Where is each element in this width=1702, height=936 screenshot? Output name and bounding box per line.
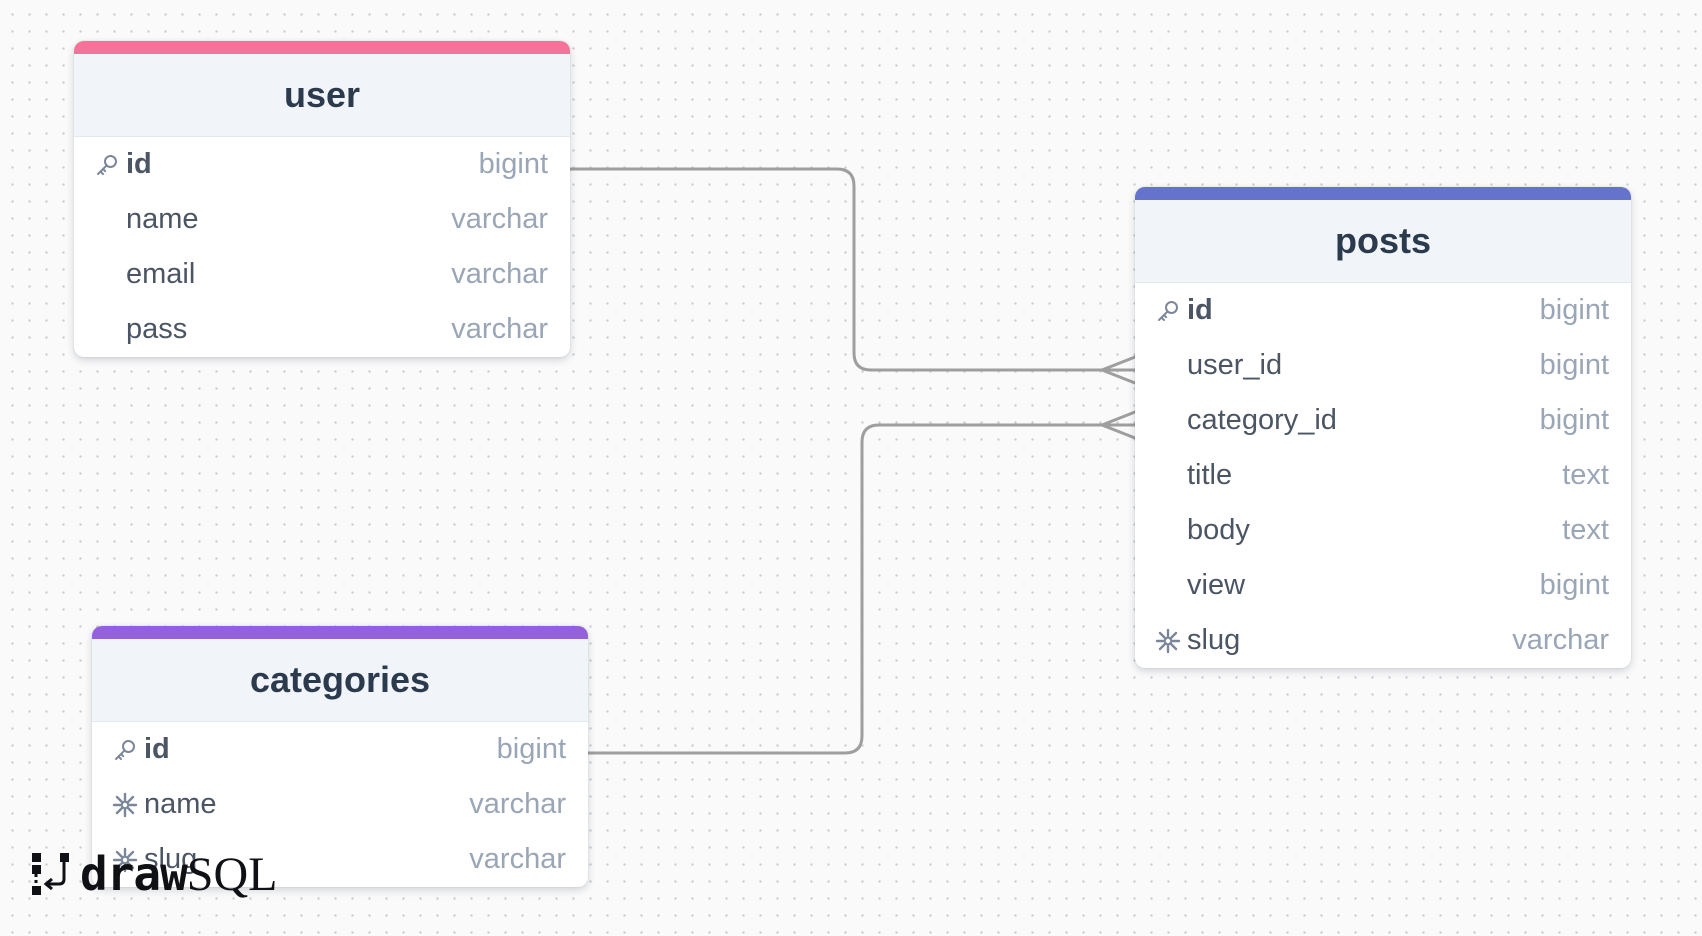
- column-name: id: [1187, 294, 1213, 326]
- column-icon-placeholder: [1155, 516, 1185, 546]
- column-row-slug[interactable]: slug varchar: [1135, 613, 1631, 668]
- column-name: slug: [1187, 624, 1241, 656]
- column-icon-placeholder: [1155, 351, 1185, 381]
- column-row-id[interactable]: id bigint: [92, 722, 588, 777]
- column-name: pass: [126, 313, 188, 345]
- column-icon-placeholder: [1155, 571, 1185, 601]
- table-accent-bar: [92, 626, 588, 639]
- column-row-body[interactable]: body text: [1135, 503, 1631, 558]
- drawsql-logo-icon: [32, 853, 69, 895]
- table-title: posts: [1334, 220, 1431, 261]
- column-row-slug[interactable]: slug varchar: [92, 832, 588, 887]
- table-header[interactable]: posts: [1135, 200, 1631, 283]
- column-icon-placeholder: [1155, 406, 1185, 436]
- column-row-title[interactable]: title text: [1135, 448, 1631, 503]
- column-name: name: [126, 203, 199, 235]
- column-type: bigint: [1539, 349, 1609, 381]
- brand-name-light: SQL: [186, 847, 278, 901]
- column-row-name[interactable]: name varchar: [74, 192, 570, 247]
- column-icon-placeholder: [94, 260, 124, 290]
- column-name: body: [1187, 514, 1250, 546]
- column-row-name[interactable]: name varchar: [92, 777, 588, 832]
- key-icon: [112, 735, 142, 765]
- column-name: email: [126, 258, 196, 290]
- column-type: bigint: [1539, 294, 1609, 326]
- table-accent-bar: [74, 41, 570, 54]
- brand-name-bold: draw: [80, 847, 188, 901]
- column-name: id: [144, 733, 170, 765]
- column-name: id: [126, 148, 152, 180]
- table-header[interactable]: user: [74, 54, 570, 137]
- drawsql-logo: draw SQL: [30, 847, 277, 901]
- column-name: view: [1187, 569, 1246, 601]
- table-header[interactable]: categories: [92, 639, 588, 722]
- column-name: user_id: [1187, 349, 1283, 381]
- column-row-pass[interactable]: pass varchar: [74, 302, 570, 357]
- column-row-email[interactable]: email varchar: [74, 247, 570, 302]
- column-type: varchar: [451, 258, 548, 290]
- column-type: bigint: [1539, 404, 1609, 436]
- column-icon-placeholder: [1155, 461, 1185, 491]
- unique-index-icon: [112, 845, 142, 875]
- column-name: category_id: [1187, 404, 1337, 436]
- unique-index-icon: [112, 790, 142, 820]
- column-name: title: [1187, 459, 1233, 491]
- column-list: id bigint name varchar email varchar pass varch…: [74, 137, 570, 357]
- crowfoot-user-posts: [1100, 355, 1137, 385]
- relation-categories-posts[interactable]: [586, 423, 1137, 755]
- column-type: bigint: [496, 733, 566, 765]
- column-icon-placeholder: [94, 205, 124, 235]
- table-title: categories: [249, 659, 431, 700]
- column-name: name: [144, 788, 217, 820]
- column-row-id[interactable]: id bigint: [1135, 283, 1631, 338]
- column-icon-placeholder: [94, 315, 124, 345]
- key-icon: [94, 150, 124, 180]
- crowfoot-categories-posts: [1100, 410, 1137, 440]
- column-type: varchar: [1512, 624, 1609, 656]
- column-row-view[interactable]: view bigint: [1135, 558, 1631, 613]
- column-row-id[interactable]: id bigint: [74, 137, 570, 192]
- column-type: bigint: [1539, 569, 1609, 601]
- column-list: id bigint name varchar slug varchar: [92, 722, 588, 887]
- table-title: user: [283, 74, 361, 115]
- column-type: varchar: [451, 203, 548, 235]
- table-categories[interactable]: categories id bigint name varchar slug varcha…: [92, 626, 588, 887]
- column-type: text: [1562, 459, 1609, 491]
- key-icon: [1155, 296, 1185, 326]
- column-type: varchar: [451, 313, 548, 345]
- column-type: varchar: [469, 788, 566, 820]
- column-type: text: [1562, 514, 1609, 546]
- column-type: varchar: [469, 843, 566, 875]
- table-accent-bar: [1135, 187, 1631, 200]
- column-type: bigint: [478, 148, 548, 180]
- column-row-user-id[interactable]: user_id bigint: [1135, 338, 1631, 393]
- column-row-category-id[interactable]: category_id bigint: [1135, 393, 1631, 448]
- unique-index-icon: [1155, 626, 1185, 656]
- column-name: slug: [144, 843, 198, 875]
- relation-user-posts[interactable]: [568, 167, 1137, 372]
